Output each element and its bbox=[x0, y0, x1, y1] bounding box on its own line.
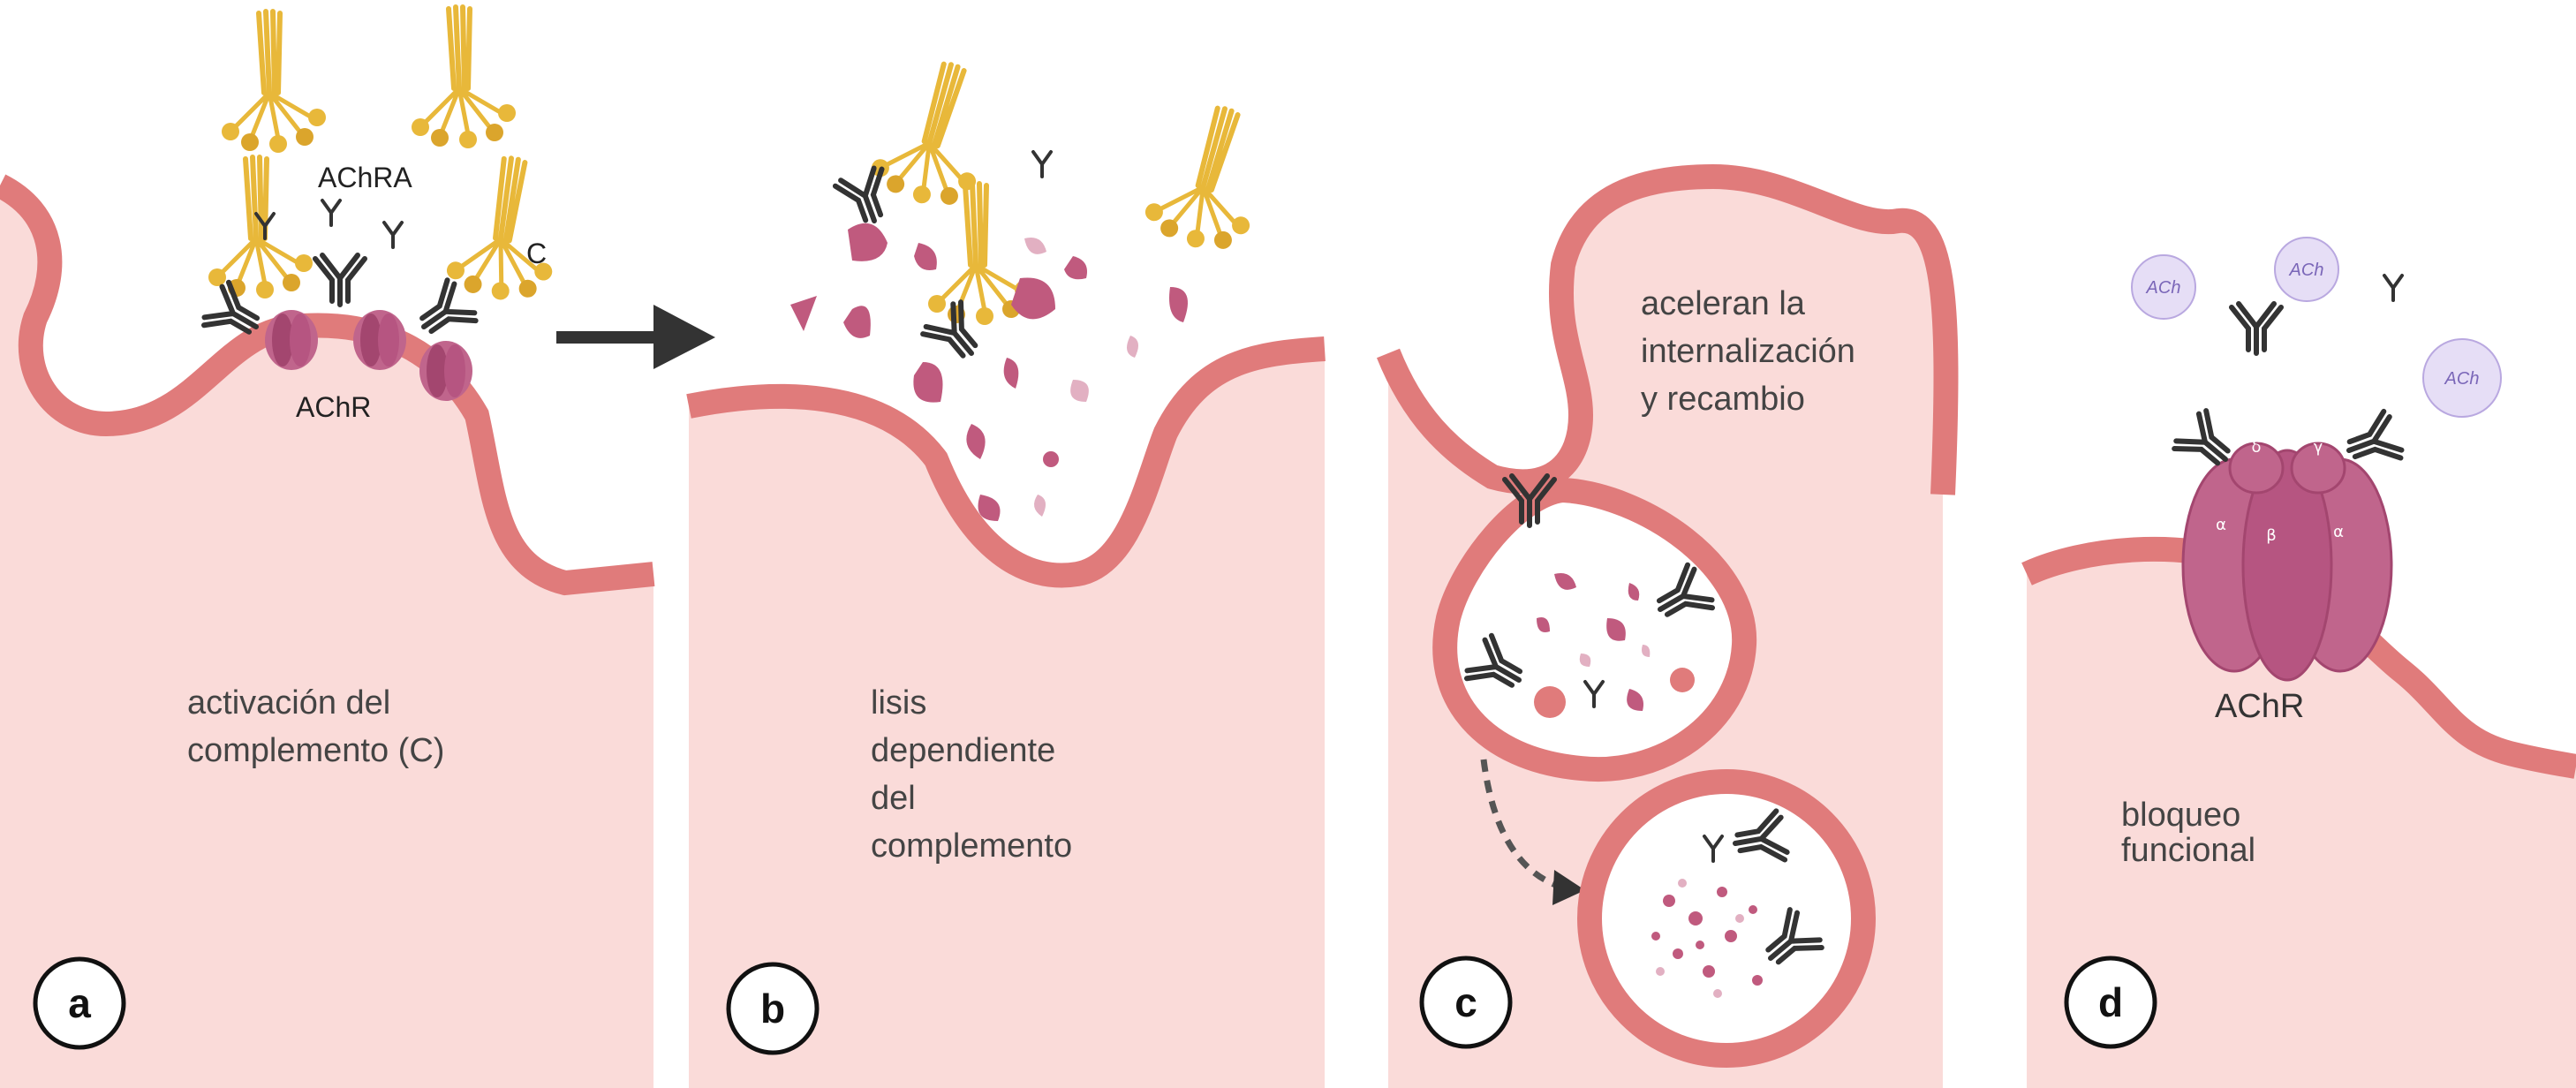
panel-c-caption-line-2: internalización bbox=[1641, 333, 1855, 370]
ach-molecule: ACh bbox=[2131, 254, 2196, 320]
svg-text:c: c bbox=[1454, 979, 1477, 1025]
achr-label: AChR bbox=[296, 391, 371, 423]
trafficking-arrowhead bbox=[1552, 870, 1585, 905]
antibody-icon bbox=[315, 255, 365, 305]
panel-d-cell bbox=[2027, 548, 2576, 1088]
panel-a-caption-line-1: activación del bbox=[187, 684, 390, 722]
achr-receptor-large: δ γ α β α bbox=[2181, 438, 2393, 682]
complement-protein-icon bbox=[412, 7, 516, 148]
complement-protein-icon bbox=[208, 157, 313, 298]
panel-c-caption-line-3: y recambio bbox=[1641, 381, 1805, 418]
panel-b-badge: b bbox=[726, 962, 820, 1055]
subunit-alpha-right-label: α bbox=[2333, 523, 2344, 541]
panel-b-caption-line-4: complemento bbox=[871, 827, 1072, 865]
complement-protein-icon bbox=[222, 11, 326, 153]
panel-d-badge: d bbox=[2064, 956, 2157, 1049]
panel-c: aceleran la internalización y recambio c bbox=[1377, 163, 1959, 1088]
achr-receptor-icon bbox=[419, 341, 472, 401]
panel-d-caption-line-2: funcional bbox=[2121, 832, 2255, 869]
panel-c-caption-line-1: aceleran la bbox=[1641, 285, 1806, 322]
antibody-icon bbox=[2383, 274, 2404, 302]
receptor-fragments bbox=[790, 223, 1188, 521]
trafficking-arrow bbox=[1480, 759, 1565, 891]
panel-c-membrane bbox=[1377, 163, 1959, 495]
panel-b: lisis dependiente del complemento b bbox=[686, 51, 1326, 1088]
panel-b-caption-line-3: del bbox=[871, 780, 916, 817]
ach-molecule: ACh bbox=[2422, 338, 2502, 418]
panel-a-caption-line-2: complemento (C) bbox=[187, 732, 444, 769]
panel-b-caption-line-1: lisis bbox=[871, 684, 926, 722]
complement-label: C bbox=[526, 238, 547, 269]
panel-c-badge: c bbox=[1419, 956, 1513, 1049]
panel-b-caption-line-2: dependiente bbox=[871, 732, 1055, 769]
panel-a-badge: a bbox=[33, 956, 126, 1050]
subunit-gamma-label: γ bbox=[2314, 438, 2323, 457]
complement-protein-icon bbox=[443, 151, 570, 308]
subunit-alpha-left-label: α bbox=[2216, 516, 2226, 534]
svg-text:ACh: ACh bbox=[2444, 369, 2480, 389]
antibody-icon bbox=[382, 221, 404, 249]
panel-a: AChRA C AChR activación del complemento … bbox=[0, 7, 655, 1088]
antibody-icon bbox=[835, 166, 898, 230]
svg-text:d: d bbox=[2098, 979, 2123, 1025]
subunit-delta-label: δ bbox=[2251, 438, 2261, 457]
achra-label: AChRA bbox=[318, 162, 412, 193]
panel-d: δ γ α β α ACh ACh ACh AChR bloqueo funci… bbox=[2021, 237, 2576, 1088]
lysosome bbox=[1577, 769, 1876, 1068]
transition-arrow bbox=[556, 305, 715, 369]
subunit-beta-label: β bbox=[2266, 526, 2277, 545]
complement-protein-icon bbox=[1139, 95, 1282, 262]
panel-b-membrane bbox=[686, 336, 1326, 588]
antibody-icon bbox=[321, 199, 342, 227]
svg-text:a: a bbox=[68, 980, 91, 1026]
achr-receptor-icon bbox=[353, 310, 406, 370]
svg-text:ACh: ACh bbox=[2146, 278, 2181, 298]
svg-text:ACh: ACh bbox=[2289, 261, 2324, 280]
antibody-icon bbox=[2232, 304, 2281, 353]
endocytic-vesicle bbox=[1432, 476, 1757, 782]
panel-b-cell bbox=[689, 349, 1325, 1088]
achr-receptor-icon bbox=[265, 310, 318, 370]
antibody-icon bbox=[1031, 150, 1053, 178]
panel-d-caption-line-1: bloqueo bbox=[2121, 797, 2240, 834]
achr-label-large: AChR bbox=[2215, 688, 2304, 725]
panel-a-membrane bbox=[0, 174, 655, 596]
svg-text:b: b bbox=[760, 986, 785, 1031]
ach-molecule: ACh bbox=[2274, 237, 2339, 302]
